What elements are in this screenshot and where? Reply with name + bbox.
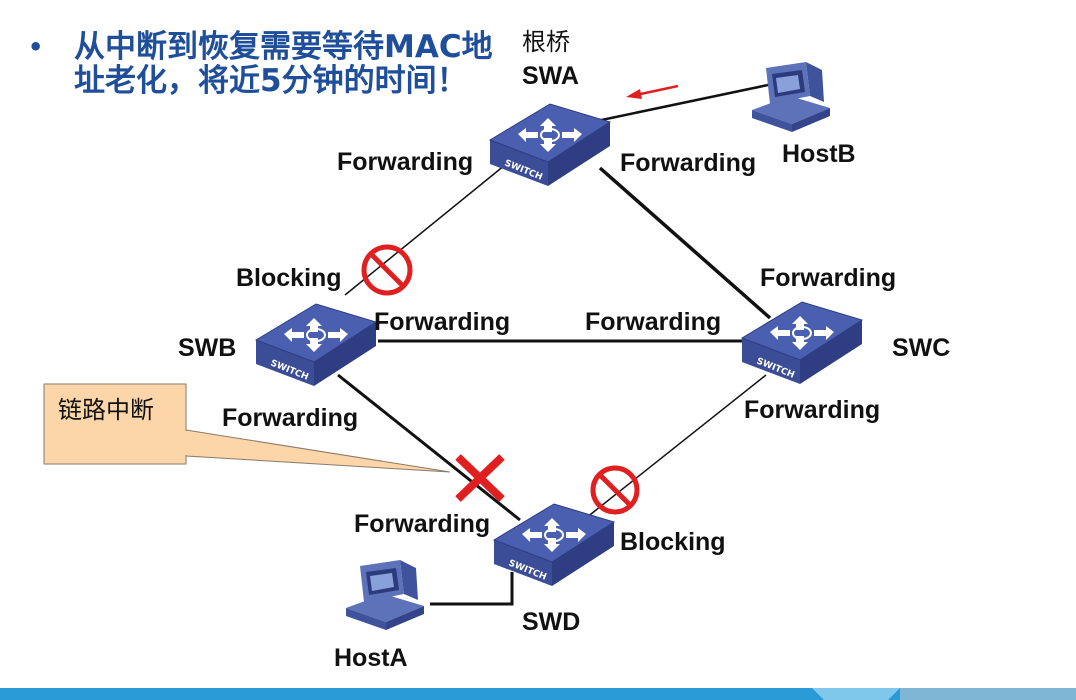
swa-left-port-state: Forwarding: [337, 148, 473, 176]
swb-top-port-state: Blocking: [236, 264, 342, 292]
swb-label: SWB: [178, 334, 236, 362]
link-swa-swb: [344, 164, 506, 296]
switch-swb-icon: SWITCH: [255, 303, 377, 387]
link-down-callout: 链路中断: [43, 383, 451, 473]
bullet-marker: •: [28, 33, 44, 61]
callout-text: 链路中断: [58, 396, 154, 424]
link-failure-icon: [455, 454, 505, 502]
swd-top-port-state: Forwarding: [354, 510, 490, 538]
swb-right-port-state: Forwarding: [374, 308, 510, 336]
switch-swc-icon: SWITCH: [741, 301, 863, 385]
swd-right-port-state: Blocking: [620, 528, 726, 556]
root-bridge-label: 根桥: [522, 28, 570, 56]
swd-label: SWD: [522, 608, 580, 636]
link-swd-hosta: [430, 572, 514, 606]
bullet-text: 从中断到恢复需要等待MAC地址老化，将近5分钟的时间！: [74, 29, 493, 99]
hosta-label: HostA: [334, 644, 408, 672]
hosta-computer-icon: [346, 560, 424, 630]
link-swb-swd: [337, 373, 521, 522]
swb-bottom-port-state: Forwarding: [222, 404, 358, 432]
blocking-icon-swd: [590, 465, 640, 515]
link-swc-swd: [585, 374, 767, 519]
swc-bottom-port-state: Forwarding: [744, 396, 880, 424]
switch-swa-icon: SWITCH: [489, 103, 611, 187]
swc-top-port-state: Forwarding: [760, 264, 896, 292]
swc-left-port-state: Forwarding: [585, 308, 721, 336]
link-swa-hostb: [591, 83, 769, 124]
hostb-label: HostB: [782, 140, 856, 168]
blocking-icon-swb: [361, 244, 413, 296]
swa-right-port-state: Forwarding: [620, 149, 756, 177]
swa-label: SWA: [522, 62, 579, 90]
hostb-computer-icon: [752, 62, 830, 132]
swc-label: SWC: [892, 334, 950, 362]
traffic-arrow-icon: [626, 84, 679, 99]
footer-bar: [0, 688, 1076, 700]
link-swa-swc: [598, 166, 772, 320]
